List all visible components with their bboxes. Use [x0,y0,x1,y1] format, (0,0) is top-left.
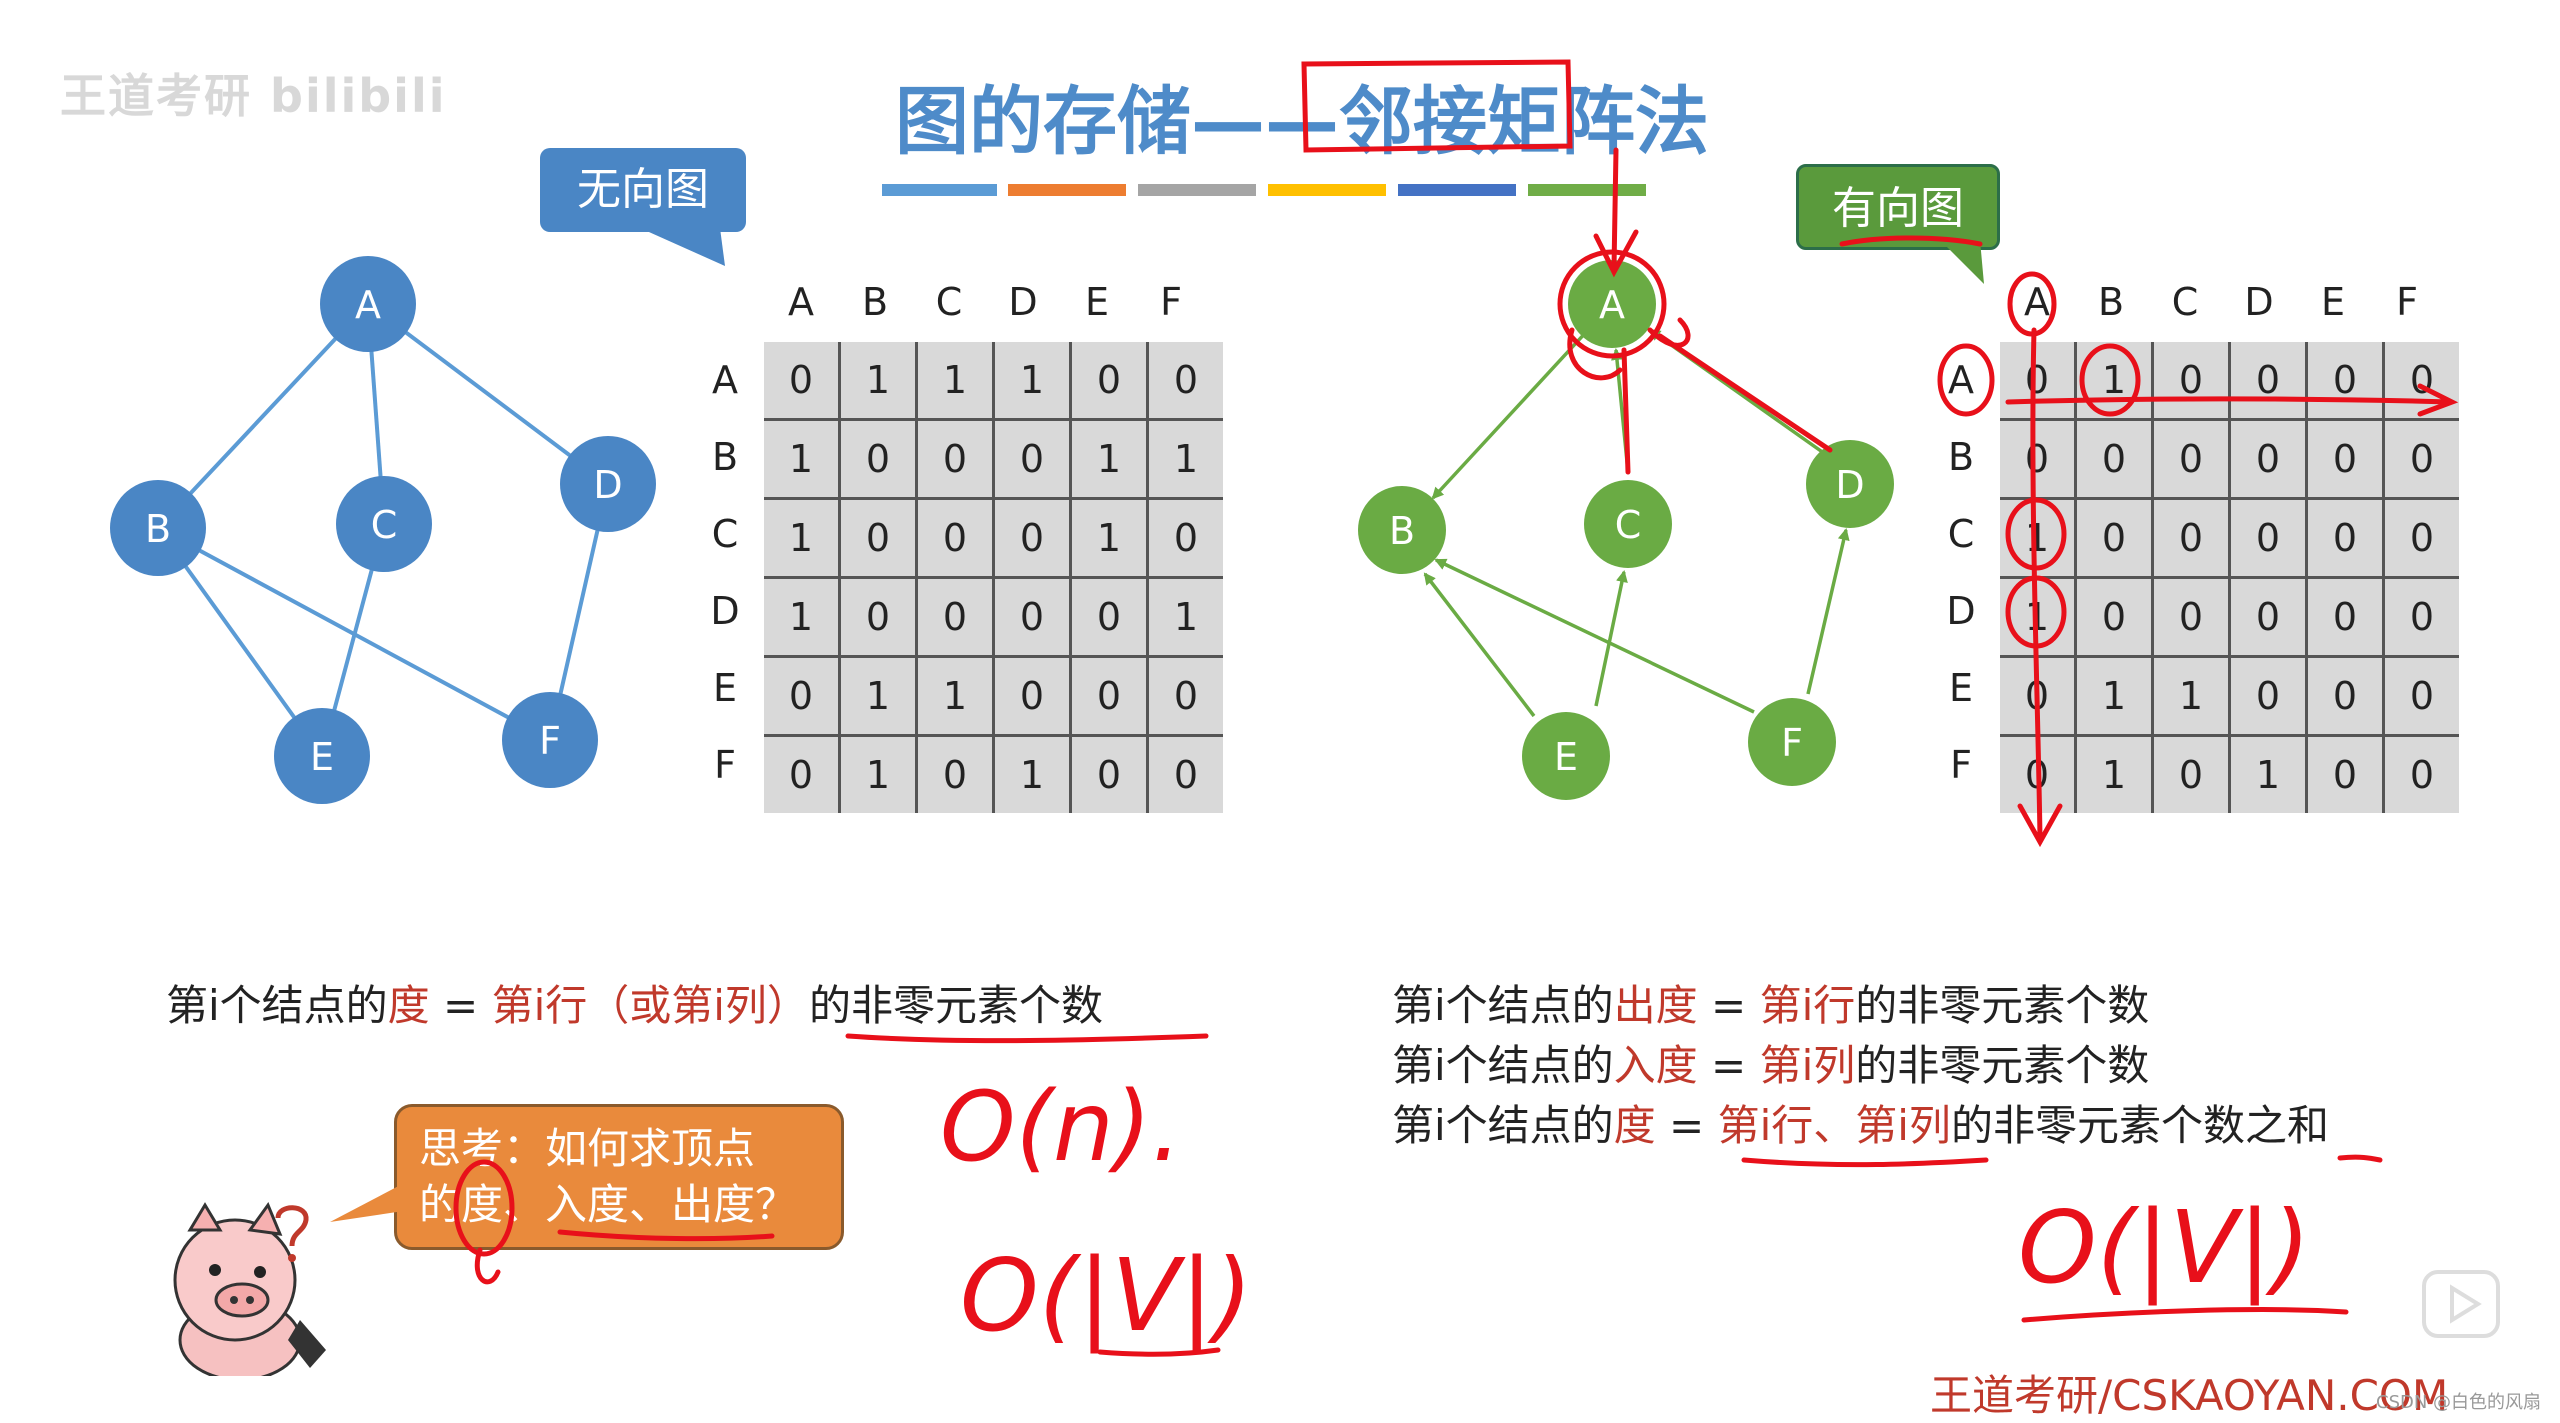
directed-label-underline [1842,238,1980,244]
total-degree-underline [1744,1160,1986,1165]
complexity-v: O(|V|) [960,1237,1253,1354]
think-degree-circle [456,1162,512,1254]
think-underline [560,1232,772,1239]
cell-ab-circle [2082,346,2138,414]
edge-emphasis-d [1660,336,1830,450]
sum-underline [2340,1157,2380,1160]
formula-underline [848,1036,1206,1041]
edge-emphasis-c [1624,350,1628,472]
site-footer: 王道考研/CSKAOYAN.COM [1930,1362,2448,1423]
ink-text: O(n). O(|V|) O(|V|) [940,1071,2311,1354]
play-icon[interactable] [2420,1262,2504,1346]
row-a-circle [1940,346,1992,414]
title-highlight-box [1304,62,1570,150]
row-a-arrow [2008,386,2452,414]
complexity-n: O(n). [940,1071,1182,1183]
complexity-underline [2024,1310,2346,1320]
header-a-circle [2010,274,2054,334]
credit-footer: CSDN @白色的风扇 [2376,1388,2541,1414]
ink-strokes [456,62,2452,1354]
complexity-v-directed: O(|V|) [2018,1189,2311,1306]
